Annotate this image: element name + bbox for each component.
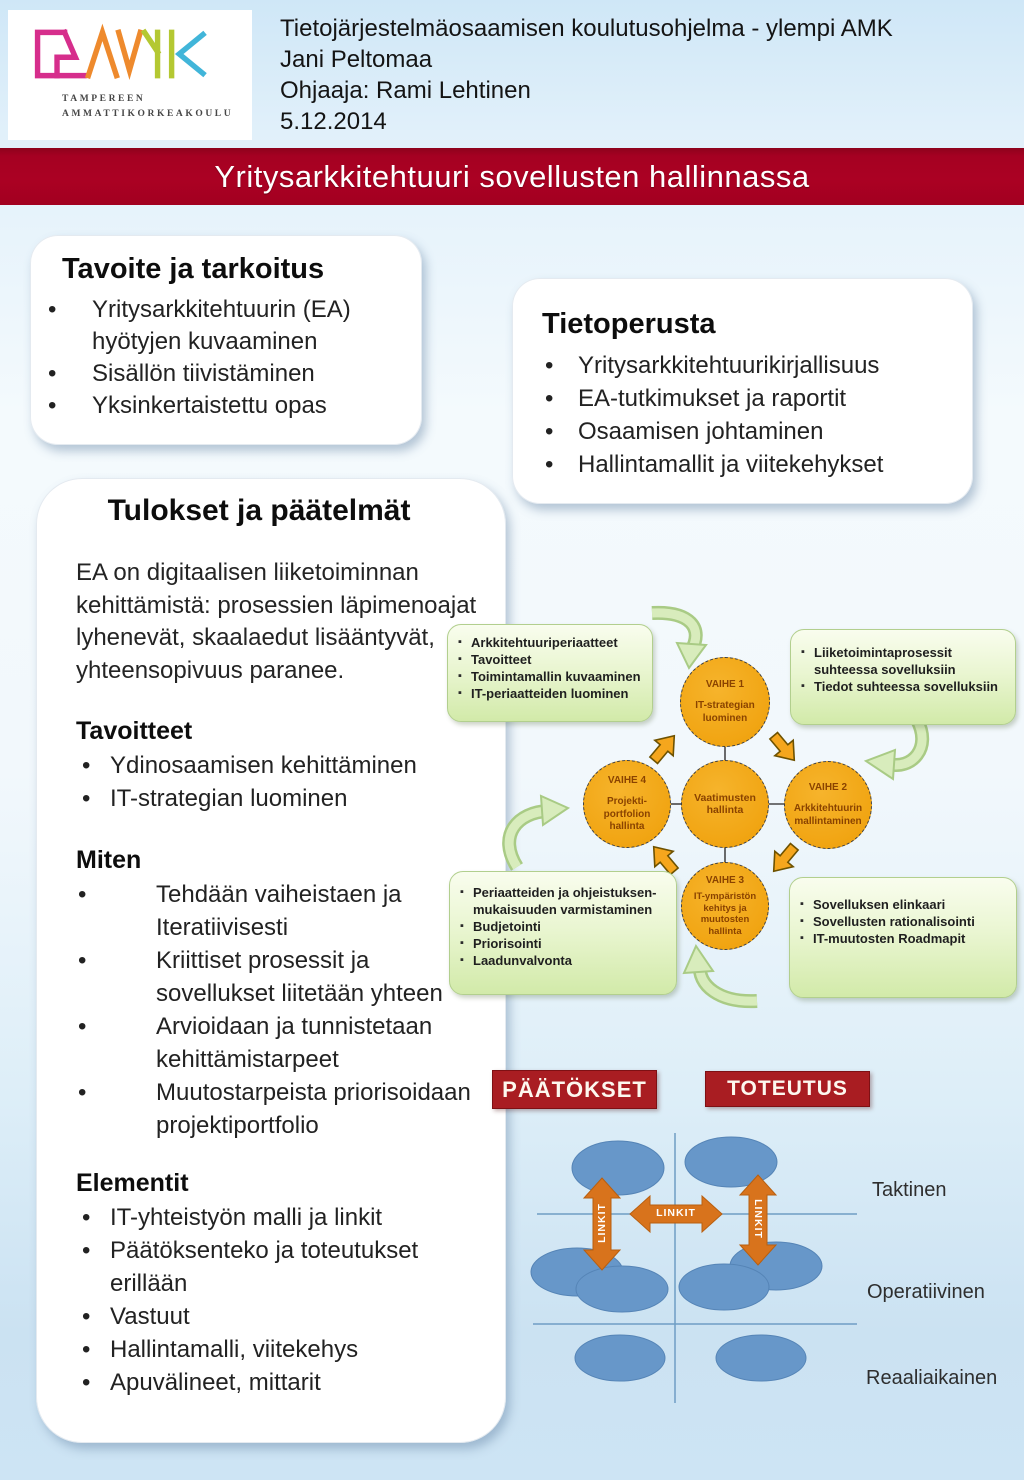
curved-arrow-top-left [651,605,708,670]
link-ellipses [530,1136,823,1382]
goal-box-title: Tavoite ja tarkoitus [62,253,325,285]
note-list: Sovelluksen elinkaari Sovellusten ration… [790,878,1016,953]
header-date: 5.12.2014 [280,108,387,135]
results-box-title: Tulokset ja päätelmät [107,494,411,527]
note-item: Priorisointi [458,935,668,952]
note-item: Budjetointi [458,918,668,935]
poster-title-banner: Yritysarkkitehtuuri sovellusten hallinna… [0,148,1024,205]
tavoitteet-list: Ydinosaamisen kehittäminen IT-strategian… [76,749,490,815]
section-heading-elementit: Elementit [76,1169,189,1197]
logo-text: TAMPEREEN AMMATTIKORKEAKOULU [62,92,233,122]
goal-box-list: Yritysarkkitehtuurin (EA) hyötyjen kuvaa… [30,294,422,422]
note-list: Liiketoimintaprosessit suhteessa sovellu… [791,630,1015,701]
note-item: Sovelluksen elinkaari [798,896,1008,913]
list-item: Arvioidaan ja tunnistetaan kehittämistar… [76,1010,490,1076]
linkit-label-right: LINKIT [752,1199,764,1239]
list-item: Hallintamallit ja viitekehykset [512,448,973,481]
note-item: Sovellusten rationalisointi [798,913,1008,930]
phase-text: Projekti-portfolion hallinta [603,796,651,832]
phase-text: Arkkitehtuurin mallintaminen [793,803,863,827]
header-program: Tietojärjestelmäosaamisen koulutusohjelm… [280,15,893,42]
implementation-label: TOTEUTUS [705,1071,870,1107]
decisions-label: PÄÄTÖKSET [492,1070,657,1109]
logo-line-2: AMMATTIKORKEAKOULU [62,109,234,119]
list-item: Kriittiset prosessit ja sovellukset liit… [76,944,490,1010]
phase-text: IT-strategian luominen [695,700,755,724]
phase-circle-2: VAIHE 2 Arkkitehtuurin mallintaminen [784,761,872,849]
section-heading-miten: Miten [76,846,142,874]
list-item: Muutostarpeista priorisoidaan projektipo… [76,1076,490,1142]
list-item: EA-tutkimukset ja raportit [512,382,973,415]
linkit-label-left: LINKIT [596,1203,608,1243]
header-author: Jani Peltomaa [280,46,433,73]
note-bottom-right: Sovelluksen elinkaari Sovellusten ration… [789,877,1017,998]
curved-arrow-bottom-right [682,943,758,1009]
phase-label: VAIHE 2 [808,781,848,793]
list-item: Apuvälineet, mittarit [76,1366,490,1399]
list-item: Ydinosaamisen kehittäminen [76,749,490,782]
curved-arrow-bottom-left [502,794,571,871]
link-arrows [582,1174,778,1271]
header-supervisor: Ohjaaja: Rami Lehtinen [280,77,531,104]
logo-line-1: TAMPEREEN [62,94,146,104]
results-content: EA on digitaalisen liiketoiminnan kehitt… [36,557,506,1399]
row-label-reaaliaikainen: Reaaliaikainen [866,1367,998,1389]
elementit-list: IT-yhteistyön malli ja linkit Päätöksent… [76,1201,490,1399]
knowledge-box: Tietoperusta Yritysarkkitehtuurikirjalli… [512,278,973,504]
phase-label: VAIHE 3 [705,874,745,886]
knowledge-box-list: Yritysarkkitehtuurikirjallisuus EA-tutki… [512,349,973,481]
note-item: Toimintamallin kuvaaminen [456,668,644,685]
note-item: IT-periaatteiden luominen [456,685,644,702]
note-item: Liiketoimintaprosessit suhteessa sovellu… [799,644,1007,678]
tamk-logo-icon [34,23,207,81]
miten-list: Tehdään vaiheistaen ja Iteratiivisesti K… [76,878,490,1142]
goal-box: Tavoite ja tarkoitus Yritysarkkitehtuuri… [30,235,422,445]
phase-label: VAIHE 4 [607,774,647,786]
note-top-left: Arkkitehtuuriperiaatteet Tavoitteet Toim… [447,624,653,722]
note-top-right: Liiketoimintaprosessit suhteessa sovellu… [790,629,1016,725]
phase-circle-4: VAIHE 4 Projekti-portfolion hallinta [583,760,671,848]
phase-label: VAIHE 1 [705,678,745,690]
list-item: Yritysarkkitehtuurin (EA) hyötyjen kuvaa… [30,294,422,358]
list-item: Yksinkertaistettu opas [30,390,422,422]
list-item: IT-strategian luominen [76,782,490,815]
phase-circle-3: VAIHE 3 IT-ympäristön kehitys ja muutost… [681,862,769,950]
list-item: Sisällön tiivistäminen [30,358,422,390]
knowledge-box-title: Tietoperusta [542,308,716,340]
header-info: Tietojärjestelmäosaamisen koulutusohjelm… [280,13,893,137]
tamk-logo: TAMPEREEN AMMATTIKORKEAKOULU [8,10,252,140]
list-item: Osaamisen johtaminen [512,415,973,448]
link-grid-lines [533,1133,857,1403]
note-list: Periaatteiden ja ohjeistuksen-mukaisuude… [450,872,676,975]
list-item: Vastuut [76,1300,490,1333]
list-item: Tehdään vaiheistaen ja Iteratiivisesti [76,878,490,944]
results-box: Tulokset ja päätelmät EA on digitaalisen… [36,478,506,1443]
row-label-operatiivinen: Operatiivinen [867,1281,985,1303]
list-item: IT-yhteistyön malli ja linkit [76,1201,490,1234]
linkit-label-center: LINKIT [656,1207,696,1219]
note-item: Laadunvalvonta [458,952,668,969]
row-label-taktinen: Taktinen [872,1179,947,1201]
list-item: Yritysarkkitehtuurikirjallisuus [512,349,973,382]
list-item: Päätöksenteko ja toteutukset erillään [76,1234,490,1300]
results-intro: EA on digitaalisen liiketoiminnan kehitt… [76,559,477,684]
phase-text: Vaatimusten hallinta [694,791,756,817]
center-circle: Vaatimusten hallinta [681,760,769,848]
note-item: Tiedot suhteessa sovelluksiin [799,678,1007,695]
phase-circle-1: VAIHE 1 IT-strategian luominen [680,657,770,747]
note-item: IT-muutosten Roadmapit [798,930,1008,947]
curved-arrow-top-right [863,716,930,781]
note-item: Arkkitehtuuriperiaatteet [456,634,644,651]
section-heading-tavoitteet: Tavoitteet [76,717,193,745]
note-item: Tavoitteet [456,651,644,668]
phase-text: IT-ympäristön kehitys ja muutosten halli… [693,891,757,937]
note-list: Arkkitehtuuriperiaatteet Tavoitteet Toim… [448,625,652,708]
list-item: Hallintamalli, viitekehys [76,1333,490,1366]
note-item: Periaatteiden ja ohjeistuksen-mukaisuude… [458,884,668,918]
note-bottom-left: Periaatteiden ja ohjeistuksen-mukaisuude… [449,871,677,995]
